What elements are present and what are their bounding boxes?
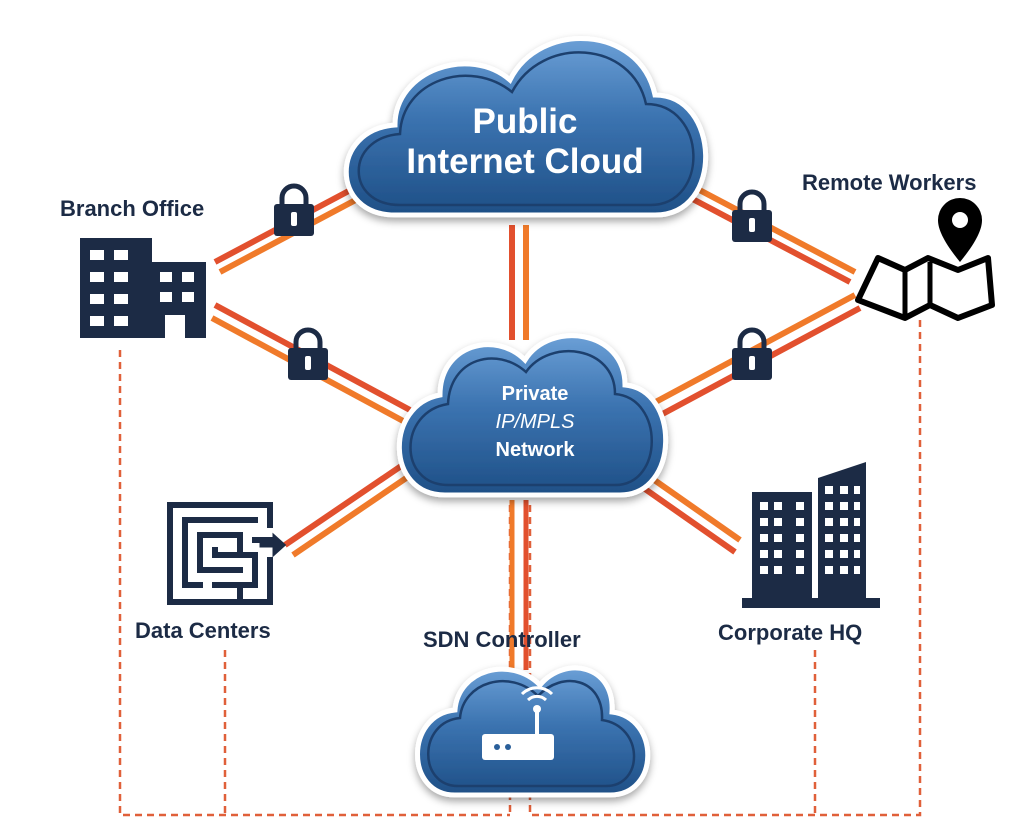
remote-workers-label: Remote Workers bbox=[802, 170, 977, 195]
sdn-controller-label: SDN Controller bbox=[423, 627, 581, 652]
office-building-icon bbox=[80, 238, 206, 338]
public-internet-cloud bbox=[343, 36, 709, 218]
public-cloud-line2: Internet Cloud bbox=[406, 142, 644, 181]
data-centers-label: Data Centers bbox=[135, 618, 271, 643]
padlock-icon bbox=[732, 189, 772, 242]
private-cloud-line2: IP/MPLS bbox=[495, 411, 575, 433]
padlock-icon bbox=[288, 327, 328, 380]
private-mpls-cloud bbox=[396, 333, 669, 498]
padlock-icon bbox=[732, 327, 772, 380]
map-pin-icon bbox=[855, 198, 995, 321]
private-cloud-line3: Network bbox=[495, 439, 575, 461]
public-cloud-title: Public Internet Cloud bbox=[395, 102, 655, 182]
dashed-link-branch bbox=[118, 350, 510, 817]
link-private-sdn bbox=[509, 500, 529, 670]
wireless-router-icon bbox=[482, 686, 554, 760]
private-cloud-line1: Private bbox=[501, 383, 569, 405]
skyscraper-icon bbox=[742, 462, 880, 608]
link-public-private bbox=[509, 225, 529, 340]
branch-office-label: Branch Office bbox=[60, 196, 205, 221]
padlock-icon bbox=[274, 183, 314, 236]
dashed-link-remote bbox=[530, 320, 922, 817]
private-cloud-title: Private IP/MPLS Network bbox=[440, 380, 630, 464]
sdn-controller-cloud bbox=[415, 665, 651, 798]
link-private-datacenter bbox=[283, 457, 420, 558]
link-private-hq bbox=[633, 467, 742, 555]
maze-icon bbox=[167, 502, 287, 605]
public-cloud-line1: Public bbox=[472, 102, 578, 141]
corporate-hq-label: Corporate HQ bbox=[718, 620, 863, 645]
